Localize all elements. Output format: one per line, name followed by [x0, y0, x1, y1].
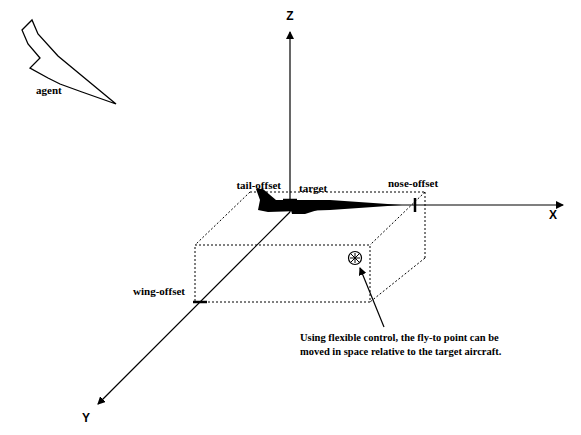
- offset-label: nose-offset: [388, 177, 438, 190]
- callout-note: Using flexible control, the fly-to point…: [300, 331, 515, 359]
- offset-box: [195, 192, 425, 302]
- z-axis: [289, 32, 290, 212]
- axis-letter: Z: [286, 10, 293, 24]
- offset-label: tail-offset: [236, 179, 281, 192]
- offset-label: wing-offset: [133, 285, 185, 298]
- axis-letter: X: [549, 209, 557, 223]
- offset-ticks: [193, 198, 415, 302]
- y-axis: [98, 212, 290, 404]
- aircraft-label: agent: [36, 84, 62, 97]
- aircraft-label: target: [299, 182, 327, 195]
- fly-to-point: [349, 252, 362, 265]
- axis-letter: Y: [82, 412, 90, 426]
- callout-leader: [360, 268, 384, 327]
- agent-aircraft: [22, 20, 116, 104]
- target-aircraft: [256, 189, 402, 214]
